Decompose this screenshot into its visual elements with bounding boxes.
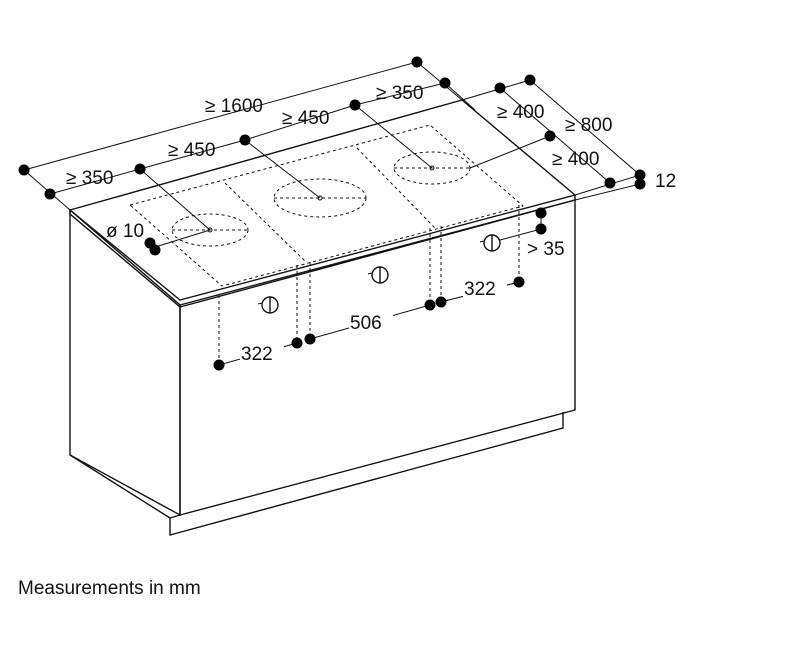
hole-diameter-dimension: ø 10 <box>106 221 211 256</box>
cabinet <box>69 199 576 536</box>
dim-dot <box>604 177 616 189</box>
dim-line-right-margin <box>354 82 446 106</box>
knob-center <box>367 266 389 284</box>
dim-dot <box>424 299 436 311</box>
label-left-margin: ≥ 350 <box>66 168 113 189</box>
countertop-edge <box>69 195 576 308</box>
label-knob-right: 322 <box>464 279 496 300</box>
countertop-top-surface <box>68 99 577 301</box>
extension-line <box>574 174 641 196</box>
burner-left-center <box>207 227 213 233</box>
knob-position-dimensions: 322 506 322 <box>213 205 525 371</box>
label-center-right: ≥ 450 <box>282 108 329 129</box>
label-knob-left: 322 <box>241 344 273 365</box>
dim-dot <box>513 276 525 288</box>
label-center-left: ≥ 450 <box>168 140 215 161</box>
dim-line-depth-total <box>529 79 641 176</box>
cooktop-outline <box>128 124 525 287</box>
label-right-margin: ≥ 350 <box>376 83 423 104</box>
control-knobs <box>257 234 501 314</box>
dim-dot <box>304 333 316 345</box>
extension-line <box>244 139 321 199</box>
knob-right <box>479 234 501 252</box>
extension-line <box>574 183 641 201</box>
label-bg <box>349 310 393 334</box>
zone-divider-right <box>356 147 436 229</box>
extension-line <box>354 104 433 169</box>
measurements-caption: Measurements in mm <box>18 578 201 599</box>
label-knob-height: > 35 <box>527 239 565 260</box>
extension-line <box>139 168 211 231</box>
dim-dot <box>291 337 303 349</box>
leader-hole-diameter <box>151 229 211 249</box>
dim-dot <box>435 296 447 308</box>
dim-dot <box>149 244 161 256</box>
plinth-edge <box>69 454 171 519</box>
dim-dot <box>44 188 56 200</box>
cabinet-plinth <box>169 412 564 536</box>
label-bg <box>240 341 284 365</box>
knob-left <box>257 296 279 314</box>
depth-dimensions: ≥ 400 ≥ 800 ≥ 400 12 <box>461 74 676 201</box>
dim-dot <box>494 82 506 94</box>
burner-left <box>171 213 249 247</box>
dim-line-total-width <box>23 61 418 171</box>
dim-line-left-margin <box>49 168 141 195</box>
width-dimensions: ≥ 1600 ≥ 350 ≥ 450 ≥ 450 ≥ 350 <box>18 56 476 231</box>
dim-line-center-right <box>244 104 356 141</box>
cooktop-cutout-outline <box>128 124 525 287</box>
label-depth-front: ≥ 400 <box>552 149 599 170</box>
label-knob-spacing: 506 <box>350 313 382 334</box>
label-depth-back: ≥ 400 <box>497 102 544 123</box>
dim-line-center-left <box>139 139 246 170</box>
label-bg <box>463 276 507 300</box>
extension-line <box>416 61 463 101</box>
zone-divider-left <box>224 182 307 263</box>
label-hole-diameter: ø 10 <box>106 221 144 242</box>
burner-right-center <box>429 165 435 171</box>
dim-dot <box>634 178 646 190</box>
extension-line <box>469 135 551 169</box>
dim-dot <box>535 207 547 219</box>
label-total-width: ≥ 1600 <box>205 96 263 117</box>
extension-line <box>499 228 542 241</box>
label-depth-total: ≥ 800 <box>565 115 612 136</box>
knob-height-dimension: > 35 <box>499 207 565 260</box>
burner-center-center <box>317 195 323 201</box>
label-top-thickness: 12 <box>655 171 676 192</box>
dim-dot <box>213 359 225 371</box>
extension-line <box>444 82 476 111</box>
